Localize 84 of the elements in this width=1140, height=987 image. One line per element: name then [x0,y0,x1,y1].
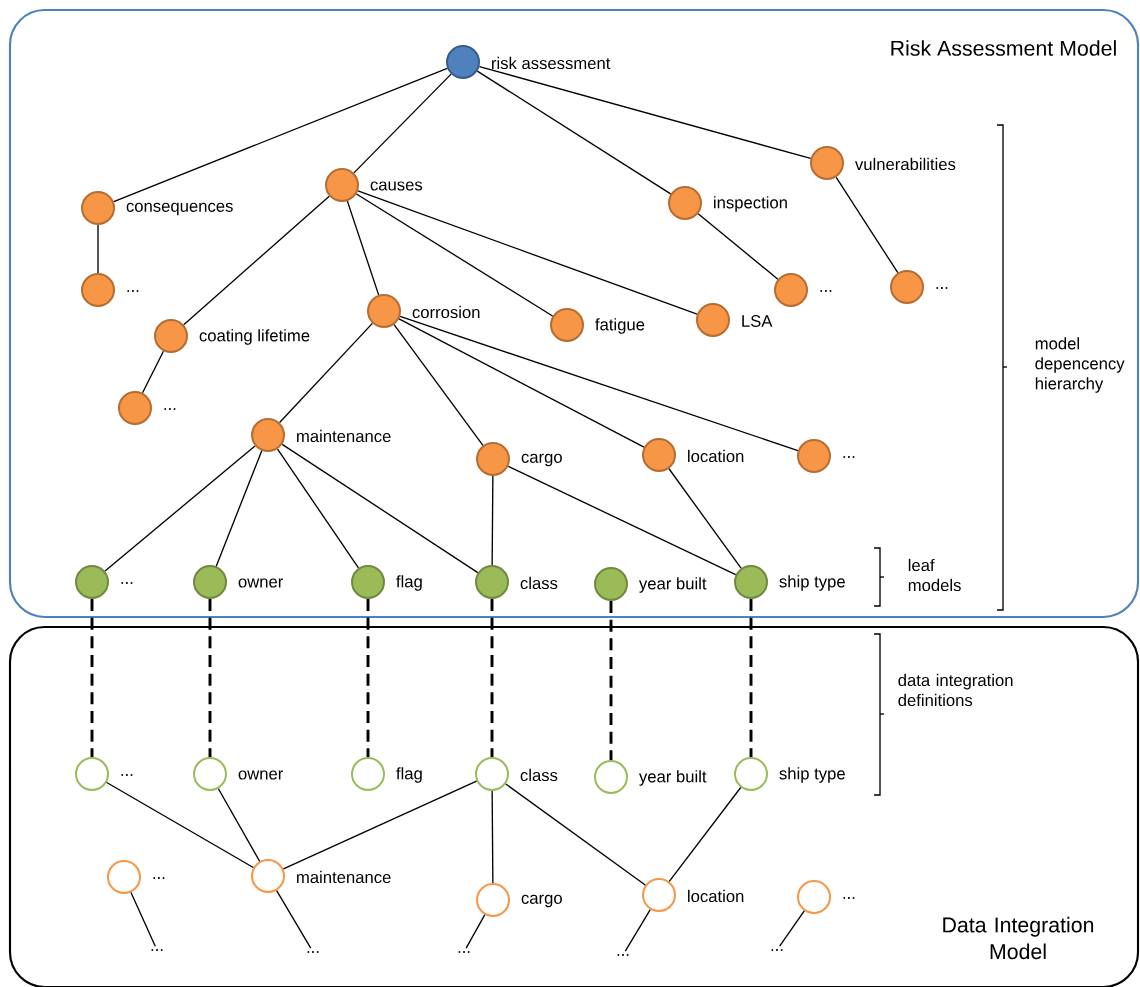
node-label: risk assessment [492,56,611,70]
connector-line [113,67,448,203]
connector-line [465,914,486,949]
ellipsis-text: ... [151,949,163,951]
connector-line [398,318,645,448]
connector-line [478,65,812,160]
node-label: fatigue [595,318,645,334]
panel-title: Data Integration Model [943,916,1094,960]
node-label: owner [238,578,284,588]
node-label: ... [820,290,832,292]
connector-line [97,224,99,274]
node-label: cargo [521,894,562,908]
node-label: maintenance [297,870,391,884]
connector-line [183,195,330,326]
bracket-label: model depencency hierarchy [1035,337,1125,393]
connector-line [130,891,156,947]
connector-line [624,908,651,952]
ellipsis-text: ... [307,951,319,953]
node-label: LSA [742,315,773,327]
connector-line [491,790,494,884]
connector-line [282,780,478,870]
connector-line [366,599,370,757]
node-label: year built [639,770,707,786]
connector-line [278,322,374,424]
connector-line [609,601,613,760]
node-label: inspection [714,196,787,212]
connector-line [491,475,494,566]
node-label: owner [238,770,284,780]
connector-line [668,468,742,569]
connector-line [141,350,165,394]
connector-line [106,781,254,869]
panel-title: Risk Assessment Model [891,40,1116,56]
connector-line [668,786,742,883]
connector-line [507,465,737,576]
node-label: class [520,768,558,782]
connector-line [490,599,494,757]
node-label: ... [121,774,133,776]
connector-line [749,599,753,757]
connector-line [281,443,479,574]
node-label: vulnerabilities [855,157,956,171]
connector-line [505,783,646,886]
node-label: ... [153,877,165,879]
connector-line [476,70,672,195]
node-label: ... [127,290,139,292]
node-label: location [688,889,744,903]
connector-line [357,190,698,315]
node-label: ... [121,582,133,584]
connector-line [217,788,261,862]
node-label: consequences [126,202,233,216]
node-label: ... [164,408,176,410]
connector-line [276,448,360,569]
connector-line [355,193,554,317]
connector-line [215,450,263,567]
node-label: ship type [779,575,845,591]
ellipsis-text: ... [458,951,470,953]
node-label: ... [843,897,855,899]
ellipsis-text: ... [617,954,629,956]
connector-line [104,445,256,572]
node-label: location [688,449,744,463]
node-label: flag [396,767,422,783]
connector-line [399,315,799,452]
node-label: ship type [779,767,845,783]
ellipsis-text: ... [771,949,783,951]
connector-line [835,176,899,274]
connector-line [779,910,805,947]
node-label: corrosion [412,305,480,319]
node-label: year built [639,577,707,593]
connector-line [90,599,94,757]
bracket-label: leaf models [908,558,961,592]
connector-line [697,213,779,280]
node-label: class [520,576,558,590]
node-label: causes [370,181,423,191]
connector-line [353,73,452,174]
connector-line [276,889,312,949]
connector-line [393,324,484,446]
node-label: ... [843,456,855,458]
connector-line [346,200,380,296]
node-label: flag [396,575,422,591]
node-label: cargo [521,453,562,467]
node-label: maintenance [297,429,391,443]
node-label: coating lifetime [199,329,310,345]
node-label: ... [936,287,948,289]
connector-line [208,599,212,757]
bracket-label: data integration definitions [898,673,1013,707]
